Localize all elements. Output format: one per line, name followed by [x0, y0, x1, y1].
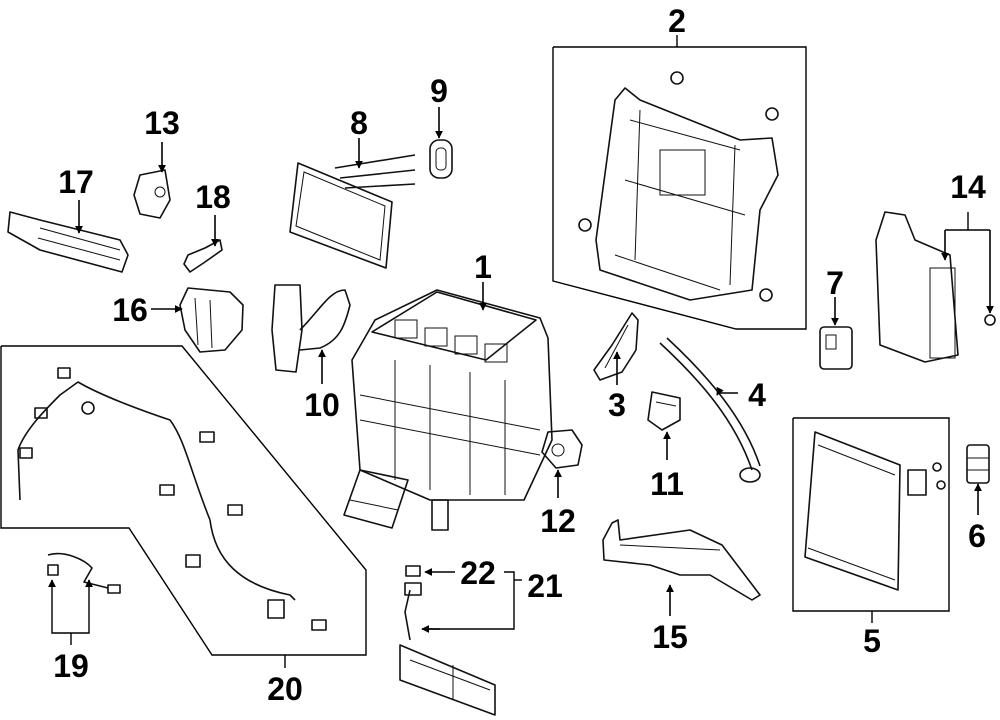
- part-6-expansion-valve[interactable]: [966, 444, 990, 484]
- callout-7: 7: [826, 265, 844, 301]
- part-14-case-section[interactable]: [875, 211, 996, 363]
- callout-1: 1: [474, 249, 492, 285]
- callout-9: 9: [430, 73, 448, 109]
- part-16-actuator[interactable]: [179, 287, 244, 353]
- callout-5: 5: [863, 623, 881, 659]
- part-18-sensor[interactable]: [183, 239, 223, 273]
- callout-8: 8: [350, 105, 368, 141]
- part-15-lower-cover[interactable]: [602, 519, 761, 601]
- part-10-duct-link[interactable]: [271, 284, 351, 373]
- callout-6: 6: [968, 518, 986, 554]
- part-13-door-motor[interactable]: [133, 169, 171, 219]
- group-bracket-21: [422, 571, 522, 630]
- part-20-wiring-harness[interactable]: [17, 367, 327, 631]
- callout-13: 13: [144, 105, 180, 141]
- part-12-actuator[interactable]: [541, 429, 583, 469]
- group-frame-2: [552, 35, 807, 330]
- callout-labels: 1 2 3 4 5 6 7 8 9 10 11 12 13 14 15 16 1…: [53, 3, 986, 707]
- callout-11: 11: [650, 466, 684, 502]
- group-frame-20: [0, 345, 367, 668]
- leader-4: [716, 386, 738, 396]
- part-17-air-duct[interactable]: [7, 211, 129, 273]
- group-frame-5: [792, 417, 950, 623]
- part-11-actuator[interactable]: [647, 391, 681, 431]
- part-1-hvac-unit[interactable]: [343, 289, 553, 531]
- callout-4: 4: [748, 377, 766, 413]
- callout-21: 21: [527, 568, 563, 604]
- part-9-grommet[interactable]: [429, 139, 453, 179]
- part-5-evaporator[interactable]: [804, 431, 946, 591]
- callout-10: 10: [304, 387, 340, 423]
- callout-20: 20: [267, 671, 303, 707]
- part-4-drain-hose[interactable]: [659, 337, 761, 483]
- callout-18: 18: [195, 179, 231, 215]
- part-22-connector[interactable]: [405, 565, 421, 577]
- callout-19: 19: [53, 648, 89, 684]
- callout-17: 17: [58, 164, 94, 200]
- callout-16: 16: [112, 292, 148, 328]
- callout-2: 2: [668, 3, 686, 39]
- callout-14: 14: [950, 169, 986, 205]
- part-19-harness[interactable]: [47, 552, 121, 594]
- leader-lines: [48, 107, 994, 633]
- group-bracket-14: [945, 212, 990, 231]
- group-bracket-19: [51, 582, 90, 645]
- callout-3: 3: [608, 387, 626, 423]
- callout-22: 22: [460, 555, 496, 591]
- callout-12: 12: [540, 503, 576, 539]
- callout-15: 15: [652, 619, 688, 655]
- part-8-heater-core[interactable]: [289, 154, 416, 269]
- part-3-bracket[interactable]: [593, 312, 639, 381]
- part-7-actuator[interactable]: [819, 326, 853, 370]
- part-21-resistor-assembly[interactable]: [399, 582, 496, 716]
- part-2-case-section[interactable]: [578, 71, 779, 302]
